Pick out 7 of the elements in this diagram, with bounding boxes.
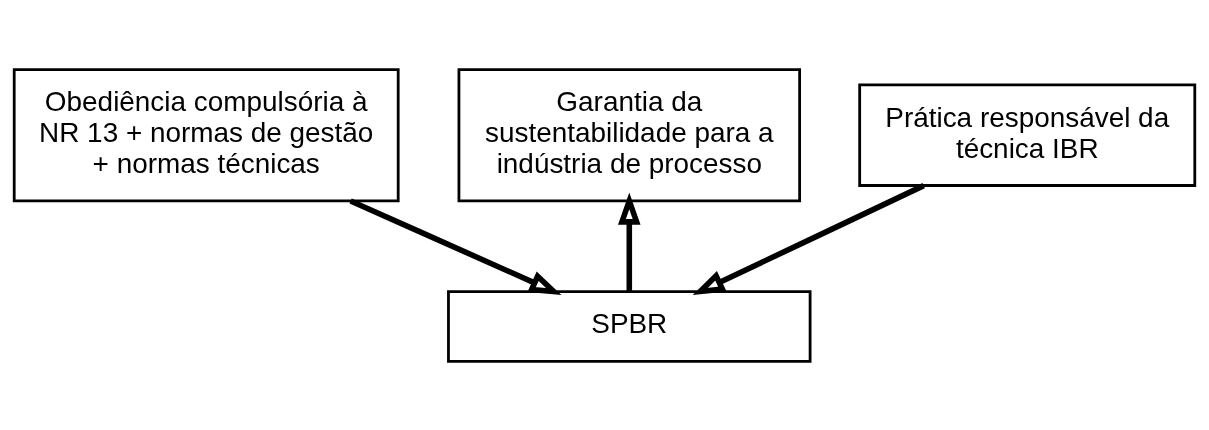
node-box: Prática responsável da técnica IBR bbox=[858, 83, 1197, 187]
arrow bbox=[349, 197, 562, 295]
arrow bbox=[692, 182, 925, 295]
node-box: Obediência compulsória à NR 13 + normas de gestão + normas técnicas bbox=[12, 67, 400, 202]
node-box: Garantia da sustentabilidade para a indústria de processo bbox=[457, 67, 802, 202]
node-box: SPBR bbox=[447, 289, 812, 363]
arrow bbox=[618, 192, 641, 291]
